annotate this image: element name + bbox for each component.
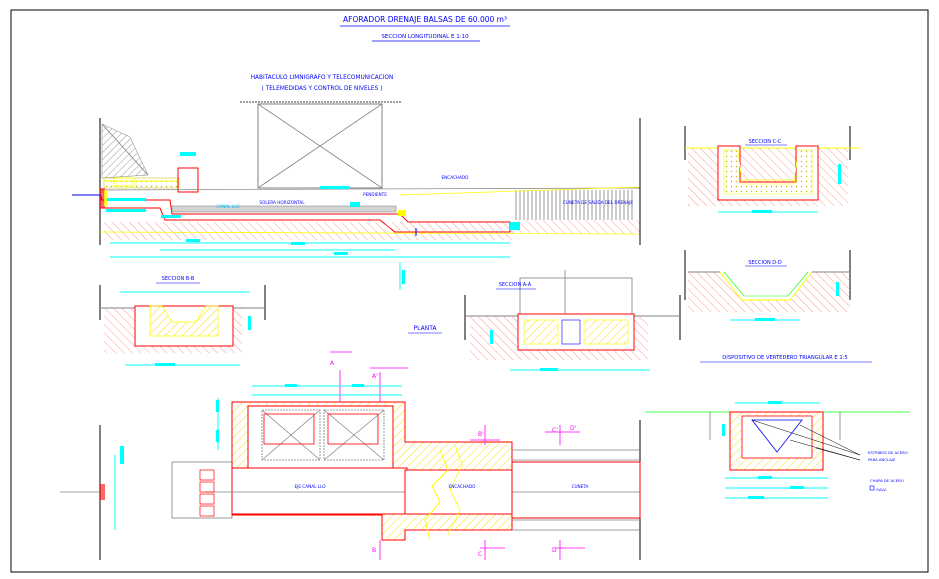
longitudinal-section: CANAL LLO SOLERA HORIZONTAL PENDIENTE EN… (72, 103, 641, 290)
marker-a-prime: A' (372, 373, 378, 380)
building-label-line1: HABITACULO LIMNIGRAFO Y TELECOMUNICACION (251, 75, 394, 81)
title-block: AFORADOR DRENAJE BALSAS DE 60.000 m³ SEC… (340, 15, 510, 42)
plan-canal-label: EJE CANAL LLO (294, 484, 326, 489)
weir-note-estribos: ESTRIBOS DE ACERO (868, 450, 908, 455)
marker-d-prime: D' (570, 425, 577, 432)
marker-c-prime: C' (552, 427, 558, 434)
section-aa: SECCION A-A (464, 270, 681, 371)
marker-d: D (552, 547, 557, 554)
section-aa-title: SECCION A-A (499, 282, 532, 288)
weir-note-chapa: CHAPA DE ACERO (870, 478, 904, 483)
plan-cuneta-label: CUNETA (572, 484, 589, 489)
canal-label: CANAL LLO (216, 204, 240, 209)
drawing-subtitle: SECCION LONGITUDINAL E 1:10 (381, 34, 469, 40)
weir-note-galv: GALV. (876, 487, 887, 492)
weir-title: DISPOSITIVO DE VERTEDERO TRIANGULAR E 1:… (722, 355, 847, 361)
sheet-border (10, 9, 929, 573)
building-label-line2: ( TELEMEDIDAS Y CONTROL DE NIVELES ) (262, 86, 383, 92)
marker-b-prime: B' (478, 431, 484, 438)
weir-detail: DISPOSITIVO DE VERTEDERO TRIANGULAR E 1:… (645, 355, 910, 499)
plan-view: PLANTA EJE CANAL LLO ENCACHAD (60, 325, 641, 560)
section-dd-title: SECCION D-D (748, 260, 782, 266)
encachado-label-long: ENCACHADO (442, 175, 470, 180)
building-label: HABITACULO LIMNIGRAFO Y TELECOMUNICACION… (240, 75, 402, 103)
plan-encachado-label: ENCACHADO (449, 484, 477, 489)
marker-b: B (372, 547, 376, 554)
section-cc: SECCION C-C (684, 126, 860, 213)
marker-a: A (330, 360, 335, 367)
section-bb-title: SECCION B-B (162, 276, 195, 282)
pendiente-label: PENDIENTE (363, 192, 387, 197)
section-bb: SECCION B-B (99, 276, 266, 366)
section-cc-title: SECCION C-C (749, 139, 782, 145)
marker-c: C (478, 551, 482, 558)
weir-note-anclaje: PARA ANCLAJE (868, 457, 896, 462)
cuneta-label-long: CUNETA DE SALIDA DEL DRENAJE (563, 200, 633, 205)
plan-title: PLANTA (414, 325, 438, 332)
section-dd: SECCION D-D (684, 250, 851, 321)
solera-label: SOLERA HORIZONTAL (259, 200, 305, 205)
drawing-title: AFORADOR DRENAJE BALSAS DE 60.000 m³ (343, 15, 507, 24)
